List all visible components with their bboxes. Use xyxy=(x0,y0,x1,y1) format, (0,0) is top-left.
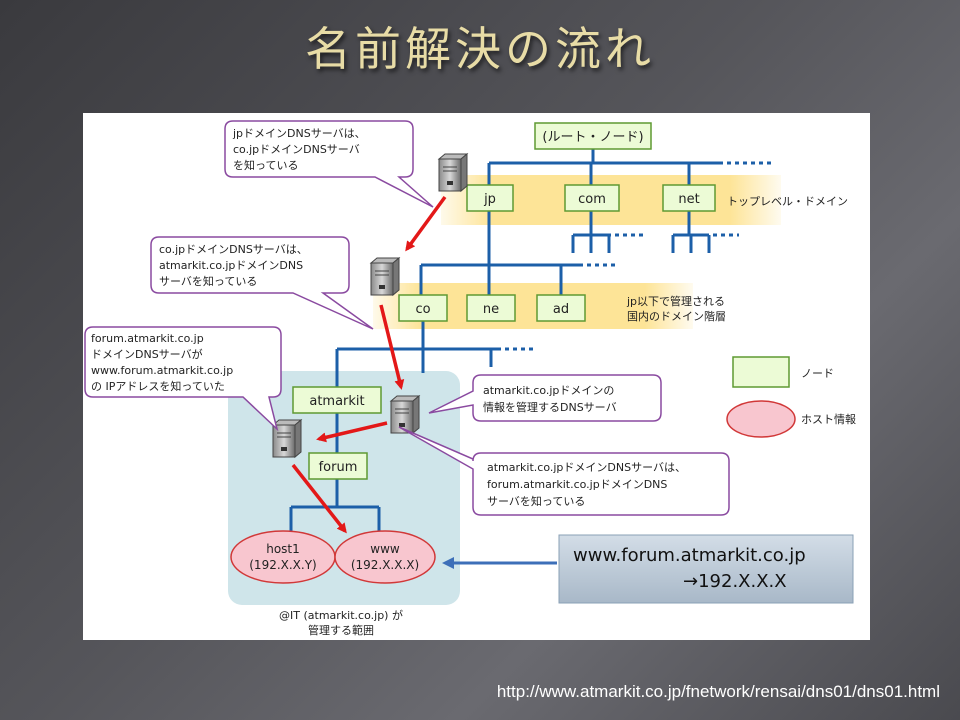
legend-node-label: ノード xyxy=(801,367,834,380)
server-icon xyxy=(389,394,421,435)
node-net-label: net xyxy=(678,192,699,207)
node-atmarkit: atmarkit xyxy=(292,386,382,414)
node-co-label: co xyxy=(415,302,430,317)
callout-forum-line4: の IPアドレスを知っていた xyxy=(91,379,225,393)
www-ip: (192.X.X.X) xyxy=(351,558,419,572)
node-ad-label: ad xyxy=(553,302,569,317)
callout-forum-line2: ドメインDNSサーバが xyxy=(91,347,203,361)
node-forum-label: forum xyxy=(319,460,358,475)
server-icon xyxy=(271,418,303,459)
host1-ip: (192.X.X.Y) xyxy=(249,558,316,572)
dns-diagram-svg: (ルート・ノード) jp com net co ne ad atmarkit f… xyxy=(84,120,856,637)
callout-cojp-line2: atmarkit.co.jpドメインDNS xyxy=(159,259,303,272)
query-line1: www.forum.atmarkit.co.jp xyxy=(573,545,806,566)
tree-lines xyxy=(289,149,723,537)
callout-atmarkit-knows: atmarkit.co.jpドメインDNSサーバは、 forum.atmarki… xyxy=(398,426,730,516)
callout-jp-line3: を知っている xyxy=(233,158,298,172)
legend-node-swatch xyxy=(732,356,790,388)
node-jp: jp xyxy=(466,184,514,212)
node-co: co xyxy=(398,294,448,322)
host-www: www (192.X.X.X) xyxy=(334,530,436,584)
callout-cojp-line3: サーバを知っている xyxy=(159,274,257,288)
callout-jp-line2: co.jpドメインDNSサーバ xyxy=(233,143,360,156)
slide-title: 名前解決の流れ xyxy=(305,22,655,76)
callout-forum-line1: forum.atmarkit.co.jp xyxy=(91,332,204,345)
host-host1: host1 (192.X.X.Y) xyxy=(230,530,336,584)
node-ne-label: ne xyxy=(483,302,499,317)
node-root-label: (ルート・ノード) xyxy=(542,130,643,145)
tree-continuation-dots xyxy=(505,161,773,351)
node-root: (ルート・ノード) xyxy=(534,122,652,150)
node-forum: forum xyxy=(308,452,368,480)
scope-label-line1: @IT (atmarkit.co.jp) が xyxy=(279,608,403,622)
callout-atmarkit-knows-line3: サーバを知っている xyxy=(487,494,585,508)
www-name: www xyxy=(370,542,400,556)
jp-label-line1: jp以下で管理される xyxy=(626,294,725,308)
callout-cojp-dns: co.jpドメインDNSサーバは、 atmarkit.co.jpドメインDNS … xyxy=(150,236,374,330)
callout-jp-dns: jpドメインDNSサーバは、 co.jpドメインDNSサーバ を知っている xyxy=(224,120,434,208)
query-result-box: www.forum.atmarkit.co.jp →192.X.X.X xyxy=(558,534,854,604)
node-ne: ne xyxy=(466,294,516,322)
legend-host-label: ホスト情報 xyxy=(801,413,856,426)
callout-forum-dns: forum.atmarkit.co.jp ドメインDNSサーバが www.for… xyxy=(84,326,282,432)
source-url: http://www.atmarkit.co.jp/fnetwork/rensa… xyxy=(496,682,940,701)
resolution-arrows xyxy=(291,195,447,534)
callout-forum-line3: www.forum.atmarkit.co.jp xyxy=(91,364,233,377)
dns-diagram: (ルート・ノード) jp com net co ne ad atmarkit f… xyxy=(83,113,870,640)
tld-label: トップレベル・ドメイン xyxy=(727,195,848,208)
legend-host-swatch xyxy=(726,400,796,438)
callout-atmarkit-dns-line1: atmarkit.co.jpドメインの xyxy=(483,384,614,397)
callout-cojp-line1: co.jpドメインDNSサーバは、 xyxy=(159,243,308,256)
node-ad: ad xyxy=(536,294,586,322)
jp-label-line2: 国内のドメイン階層 xyxy=(627,309,726,323)
host1-name: host1 xyxy=(266,542,300,556)
server-icon xyxy=(369,256,401,297)
legend: ノード ホスト情報 xyxy=(726,356,856,438)
node-net: net xyxy=(662,184,716,212)
node-com: com xyxy=(564,184,620,212)
scope-label-line2: 管理する範囲 xyxy=(308,623,374,637)
callout-atmarkit-dns: atmarkit.co.jpドメインの 情報を管理するDNSサーバ xyxy=(428,374,662,422)
node-jp-label: jp xyxy=(483,192,496,207)
callout-atmarkit-dns-line2: 情報を管理するDNSサーバ xyxy=(483,400,617,414)
node-atmarkit-label: atmarkit xyxy=(309,394,364,409)
callout-atmarkit-knows-line2: forum.atmarkit.co.jpドメインDNS xyxy=(487,478,667,491)
query-line2: →192.X.X.X xyxy=(683,571,787,592)
node-com-label: com xyxy=(578,192,606,207)
callout-atmarkit-knows-line1: atmarkit.co.jpドメインDNSサーバは、 xyxy=(487,461,686,474)
server-icon xyxy=(437,152,469,193)
callout-jp-line1: jpドメインDNSサーバは、 xyxy=(232,127,366,140)
